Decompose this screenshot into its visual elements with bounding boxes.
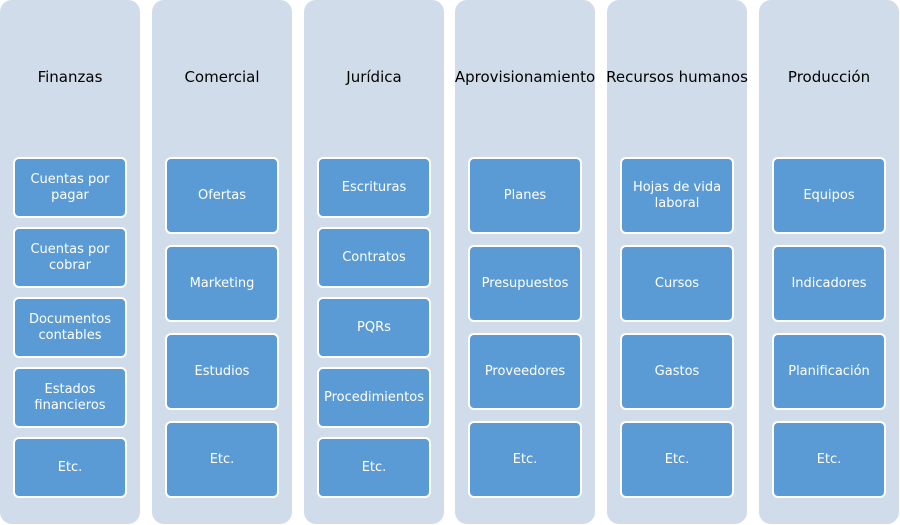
item-box: Etc.	[13, 437, 127, 498]
column-produccion: Producción Equipos Indicadores Planifica…	[759, 0, 899, 524]
item-box: Etc.	[317, 437, 431, 498]
item-box: Presupuestos	[468, 245, 582, 322]
item-box: Etc.	[468, 421, 582, 498]
item-box: Cuentas por cobrar	[13, 227, 127, 288]
item-box: Hojas de vida laboral	[620, 157, 734, 234]
item-box: Cuentas por pagar	[13, 157, 127, 218]
item-box: Ofertas	[165, 157, 279, 234]
column-title: Producción	[787, 68, 871, 86]
item-box: Planificación	[772, 333, 886, 410]
item-box: Estados financieros	[13, 367, 127, 428]
column-comercial: Comercial Ofertas Marketing Estudios Etc…	[152, 0, 292, 524]
column-aprovisionamiento: Aprovisionamiento Planes Presupuestos Pr…	[455, 0, 595, 524]
item-box: Escrituras	[317, 157, 431, 218]
column-finanzas: Finanzas Cuentas por pagar Cuentas por c…	[0, 0, 140, 524]
item-box: Estudios	[165, 333, 279, 410]
item-box: Etc.	[772, 421, 886, 498]
item-box: Documentos contables	[13, 297, 127, 358]
item-box: Etc.	[620, 421, 734, 498]
item-box: Etc.	[165, 421, 279, 498]
column-title: Jurídica	[346, 68, 402, 86]
item-box: Equipos	[772, 157, 886, 234]
item-box: Gastos	[620, 333, 734, 410]
item-box: Cursos	[620, 245, 734, 322]
item-box: Contratos	[317, 227, 431, 288]
column-title: Comercial	[184, 68, 260, 86]
item-box: PQRs	[317, 297, 431, 358]
column-juridica: Jurídica Escrituras Contratos PQRs Proce…	[304, 0, 444, 524]
column-recursos-humanos: Recursos humanos Hojas de vida laboral C…	[606, 0, 748, 524]
column-title: Aprovisionamiento	[454, 68, 596, 86]
item-box: Procedimientos	[317, 367, 431, 428]
column-title: Finanzas	[37, 68, 103, 86]
column-title: Recursos humanos	[606, 68, 748, 86]
item-box: Indicadores	[772, 245, 886, 322]
item-box: Proveedores	[468, 333, 582, 410]
item-box: Planes	[468, 157, 582, 234]
item-box: Marketing	[165, 245, 279, 322]
